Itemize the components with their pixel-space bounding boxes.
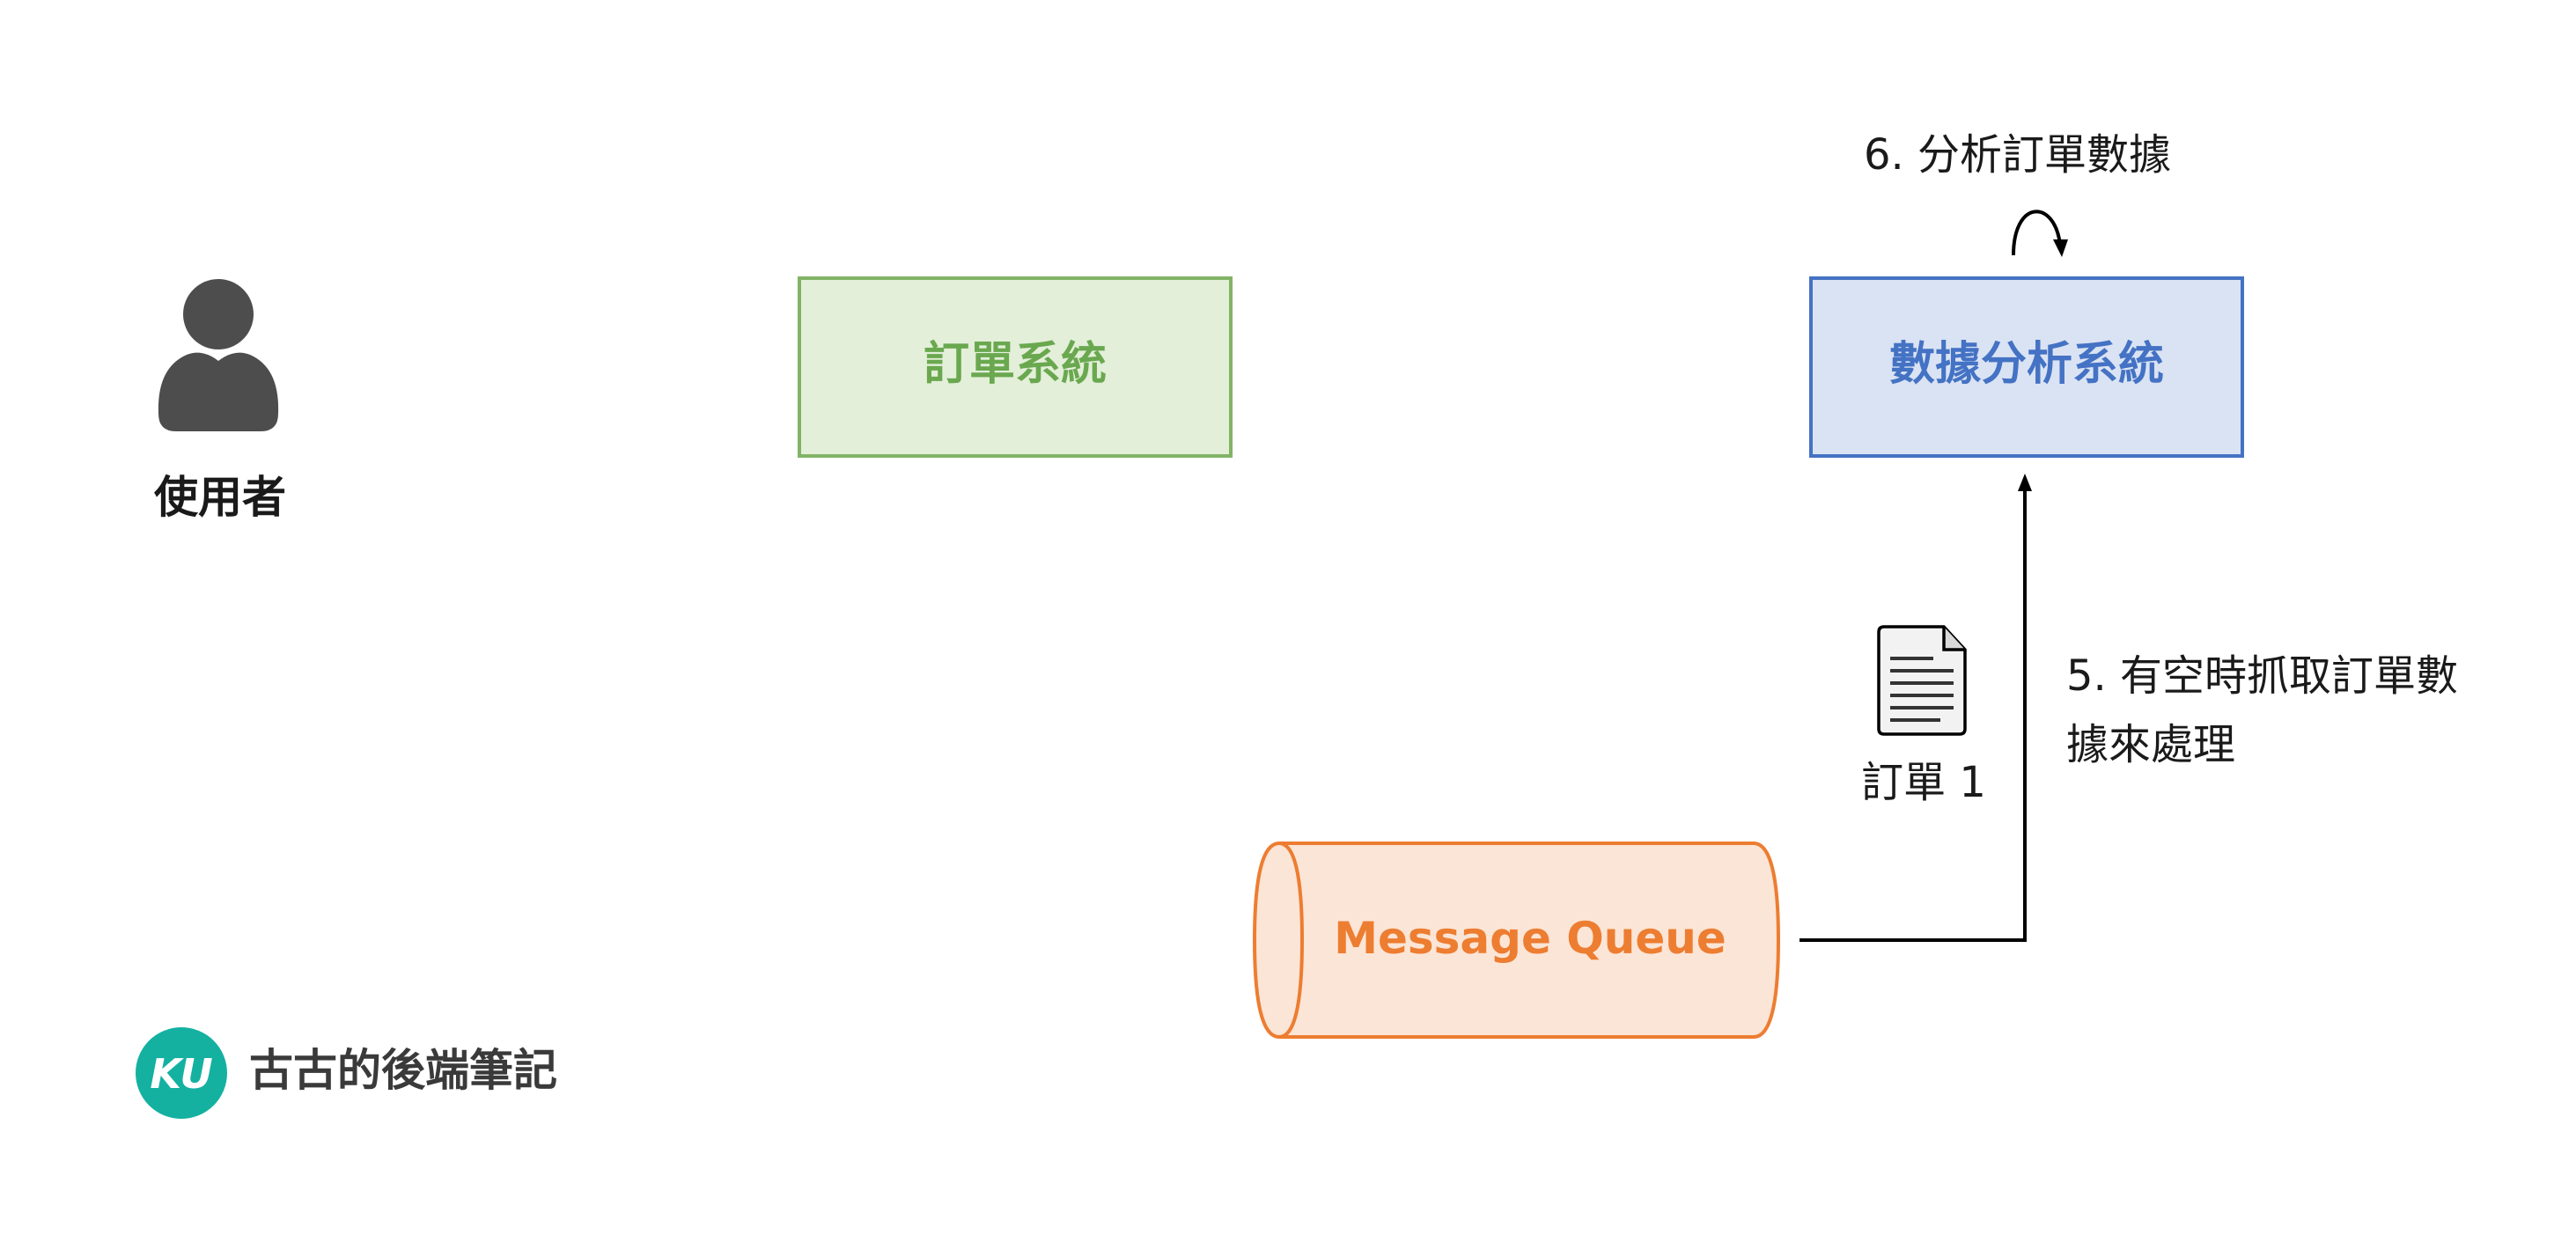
queue-body <box>1252 842 1781 1039</box>
loop-arrow-head <box>2053 239 2068 257</box>
order-system-label: 訂單系統 <box>924 338 1107 391</box>
order-system-box: 訂單系統 <box>798 276 1233 458</box>
order-system-rect <box>798 276 1233 458</box>
analytics-system-rect <box>1809 276 2244 458</box>
brand-logo-text: KU <box>150 1050 212 1098</box>
step5-label-line2: 據來處理 <box>2066 720 2235 769</box>
user-icon <box>158 279 279 431</box>
document-label: 訂單 1 <box>1861 758 1986 807</box>
brand-logo-circle <box>136 1027 227 1119</box>
step5-label-line1: 5. 有空時抓取訂單數 <box>2066 651 2458 701</box>
document-lines <box>1890 657 1954 722</box>
message-queue: Message Queue <box>1252 842 1781 1039</box>
step5-arrow-head <box>2018 474 2032 491</box>
loop-arrow-path <box>2012 210 2062 256</box>
message-queue-label: Message Queue <box>1334 913 1726 964</box>
queue-end-cap <box>1278 842 1305 1039</box>
step5-arrow-path <box>1800 486 2027 942</box>
step6-label: 6. 分析訂單數據 <box>1864 130 2171 180</box>
brand-footer: KU 古古的後端筆記 <box>136 1027 557 1119</box>
step6-loop-arrow <box>2012 210 2068 257</box>
analytics-system-box: 數據分析系統 <box>1809 276 2244 458</box>
step5-arrow <box>1800 474 2032 942</box>
document-icon <box>1877 625 1967 736</box>
user-label: 使用者 <box>154 472 286 523</box>
document-fold <box>1942 627 1965 651</box>
analytics-system-label: 數據分析系統 <box>1889 338 2164 391</box>
brand-name: 古古的後端筆記 <box>249 1045 557 1096</box>
user-actor: 使用者 <box>154 279 286 523</box>
